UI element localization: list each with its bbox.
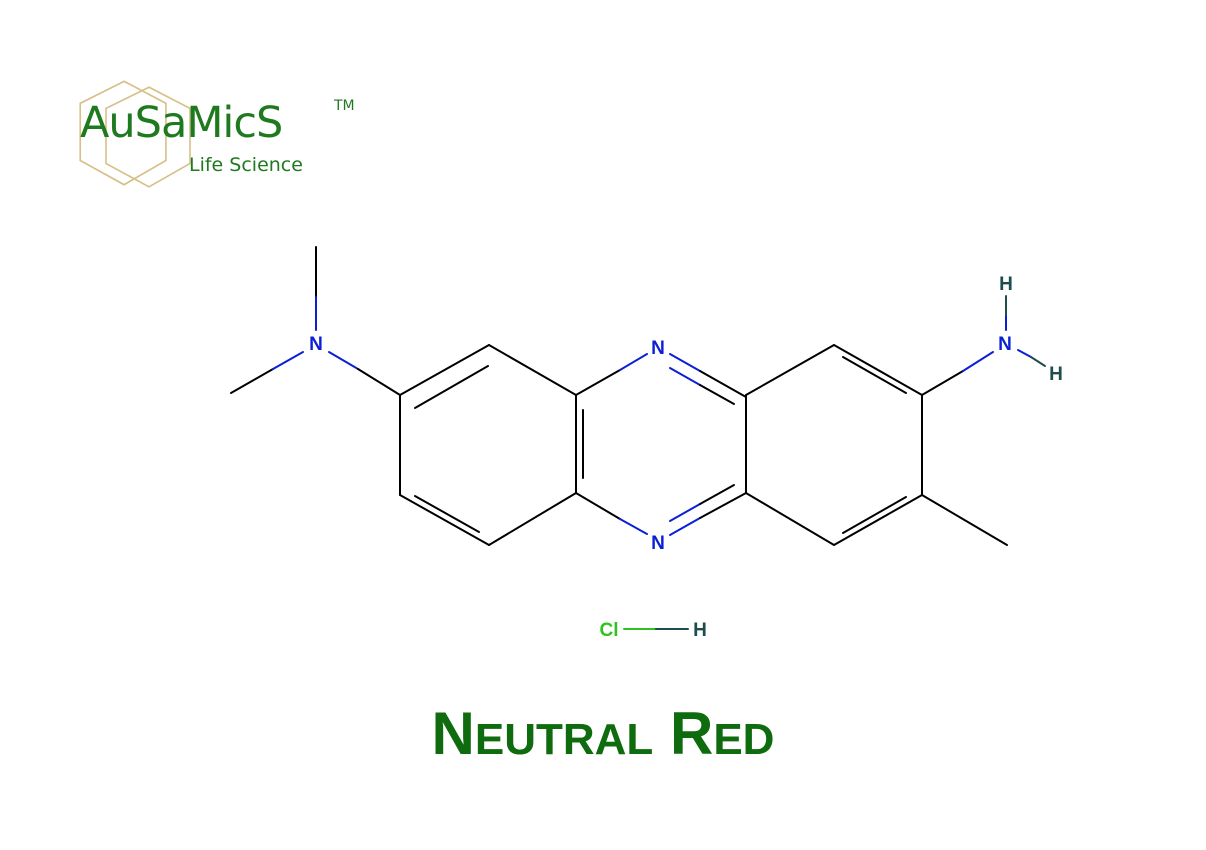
bond: [575, 492, 621, 520]
bond: [1017, 349, 1032, 358]
bond: [488, 344, 577, 396]
compound-title: NEUTRAL RED: [0, 704, 1206, 764]
title-rest-2: ED: [713, 715, 775, 764]
bond: [699, 384, 735, 405]
atom-h-hcl: H: [693, 620, 707, 641]
bond: [669, 503, 701, 522]
bond: [669, 367, 701, 386]
bond: [328, 351, 359, 370]
bond: [230, 368, 274, 394]
bond: [1030, 356, 1046, 367]
company-logo: AuSaMicS TM Life Science: [74, 74, 364, 204]
bond: [399, 344, 490, 396]
atom-n-ring-top: N: [651, 338, 665, 359]
bond: [414, 365, 489, 409]
bond: [575, 369, 621, 396]
atom-h-amine-top: H: [999, 274, 1013, 295]
title-initial-2: R: [669, 700, 714, 767]
bond: [842, 496, 907, 534]
bond: [488, 492, 577, 546]
bond: [357, 368, 401, 396]
bond: [833, 494, 923, 546]
bond: [921, 370, 964, 396]
atom-cl: Cl: [600, 620, 619, 641]
atom-n-ring-bottom: N: [651, 533, 665, 554]
atom-h-amine-right: H: [1049, 364, 1063, 385]
bond: [745, 492, 835, 546]
bond: [619, 353, 648, 371]
bond: [921, 494, 1008, 546]
bond: [699, 370, 747, 398]
title-initial-1: N: [431, 700, 475, 767]
bond: [414, 495, 480, 533]
hexagon-icon: [79, 80, 191, 188]
bond: [669, 517, 701, 536]
title-rest-1: EUTRAL: [474, 715, 654, 764]
atom-n-amine: N: [998, 334, 1012, 355]
trademark-mark: TM: [334, 98, 355, 114]
bond: [699, 492, 747, 519]
bond: [699, 484, 735, 505]
atom-n-dimethyl: N: [309, 334, 323, 355]
bond: [272, 351, 304, 370]
logo-wordmark: AuSaMicS: [80, 98, 283, 148]
bond: [745, 344, 835, 396]
bond: [833, 344, 923, 396]
bond: [669, 353, 701, 372]
bond: [962, 351, 994, 372]
logo-subtitle: Life Science: [189, 154, 303, 176]
bond: [842, 356, 907, 394]
bond: [619, 518, 648, 535]
bond: [399, 494, 490, 546]
